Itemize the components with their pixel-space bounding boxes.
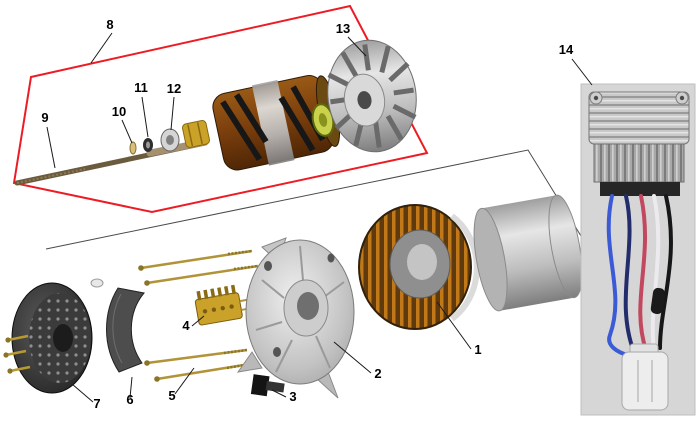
wire-navy	[623, 194, 636, 354]
rotor-group-outline	[12, 4, 429, 214]
callout-11: 11	[134, 80, 148, 95]
callout-7: 7	[93, 396, 100, 411]
bearing-small	[143, 138, 153, 152]
wire-connector	[621, 343, 669, 411]
rotor-shaft	[14, 138, 209, 186]
stator	[358, 204, 480, 330]
callout-3: 3	[289, 389, 296, 404]
cover-cylinder	[473, 194, 583, 312]
regulator-photo	[580, 83, 696, 416]
callout-12: 12	[167, 81, 181, 96]
callout-labels: 1 2 3 4 5 6 7 8 9 10 11 12 13 14	[41, 17, 574, 411]
rectifier	[194, 284, 263, 326]
small-bracket	[250, 374, 285, 397]
rear-cover	[11, 282, 93, 394]
shaft-washer	[129, 141, 137, 155]
callout-6: 6	[126, 392, 133, 407]
voltage-regulator	[588, 91, 690, 196]
callout-13: 13	[336, 21, 350, 36]
plastic-cap	[90, 278, 104, 288]
heat-shrink-sleeve	[650, 287, 665, 315]
callout-2: 2	[374, 366, 381, 381]
callout-8: 8	[106, 17, 113, 32]
wire-red	[638, 194, 648, 352]
callout-4: 4	[182, 318, 190, 333]
brush-holder	[106, 287, 145, 373]
callout-leader-lines	[46, 32, 593, 403]
slip-ring-spacer	[182, 120, 210, 148]
rotor	[212, 75, 341, 171]
callout-1: 1	[474, 342, 481, 357]
regulator-wires	[606, 194, 673, 358]
wire-white	[650, 194, 661, 352]
callout-9: 9	[41, 110, 48, 125]
front-housing	[236, 237, 355, 399]
callout-5: 5	[168, 388, 175, 403]
callout-10: 10	[112, 104, 126, 119]
wire-blue	[606, 194, 632, 358]
bearing-front	[160, 128, 180, 152]
callout-14: 14	[559, 42, 574, 57]
through-bolts	[138, 249, 259, 382]
wire-black	[658, 194, 673, 350]
fan-pulley	[327, 39, 417, 153]
cover-screws	[3, 334, 31, 374]
